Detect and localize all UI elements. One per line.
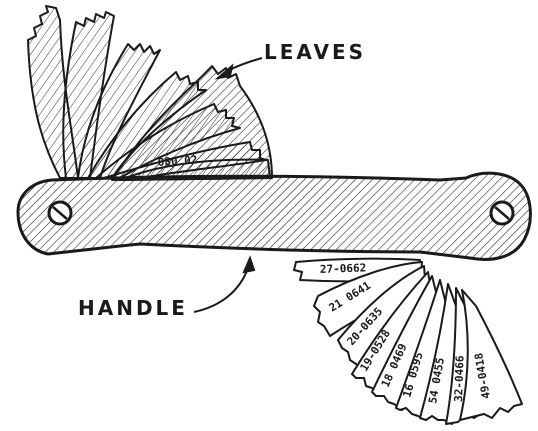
bottom-leaf-marking: 27-0662 — [320, 261, 367, 276]
handle — [18, 173, 530, 259]
handle-arrowhead — [244, 258, 254, 272]
bottom-leaf-9 — [460, 290, 522, 420]
top-leaf-marking: 080 02 — [157, 153, 198, 169]
handle-body — [18, 173, 530, 259]
handle-label: HANDLE — [78, 296, 188, 320]
bottom-leaf-marking: 32-0466 — [452, 355, 467, 402]
leaves-label: LEAVES — [264, 40, 366, 64]
top-leaf-fan — [28, 6, 272, 180]
handle-leader-line — [194, 268, 248, 312]
